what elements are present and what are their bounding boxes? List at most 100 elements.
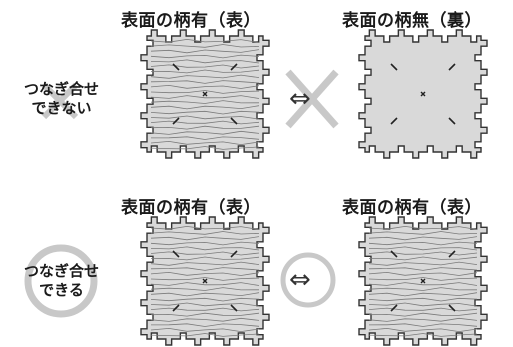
grain-line (150, 44, 260, 48)
grain-line (150, 146, 260, 150)
grain-line (150, 282, 260, 286)
cross-mark-side-icon (41, 82, 79, 120)
grain-line (150, 287, 260, 291)
grain-line (368, 327, 478, 333)
grain-line (150, 49, 260, 54)
grain-line (368, 271, 478, 276)
center-mark (202, 278, 208, 284)
row1-result-label: つなぎ合せ できない (14, 80, 109, 118)
grain-line (368, 312, 478, 317)
grain-line (150, 277, 260, 281)
grain-line (150, 323, 260, 327)
corner-mark (230, 63, 238, 71)
grain-line (150, 225, 260, 230)
circle-mark-side-icon (24, 244, 98, 318)
grain-line (150, 307, 260, 312)
grain-line (150, 84, 260, 89)
grain-line (368, 246, 478, 251)
grain-line (368, 317, 478, 322)
grain-line (368, 282, 478, 286)
grain-line (150, 130, 260, 135)
corner-mark (448, 117, 456, 125)
grain-line (150, 80, 260, 84)
grain-line (150, 90, 260, 94)
grain-line (150, 231, 260, 235)
circle-mark-icon (280, 252, 336, 308)
corner-mark (172, 117, 180, 125)
row1-left-tile (140, 29, 270, 159)
grain-line (368, 256, 478, 261)
corner-mark (230, 117, 238, 125)
corner-mark (172, 304, 180, 312)
grain-line (368, 287, 478, 291)
grain-line (150, 261, 260, 266)
row1-right-tile (358, 29, 488, 159)
row1-result-line1: つなぎ合せ (23, 80, 99, 98)
center-mark (202, 91, 208, 97)
row2-result-label: つなぎ合せ できる (14, 262, 109, 300)
grain-line (368, 231, 478, 235)
grain-line (368, 307, 478, 312)
grain-line (150, 54, 260, 59)
grain-line (368, 225, 478, 230)
center-mark (420, 91, 426, 97)
row1-left-caption: 表面の柄有（表） (121, 11, 261, 31)
row2-right-tile (358, 216, 488, 346)
grain-line (150, 317, 260, 322)
grain-line (368, 267, 478, 271)
grain-line (150, 302, 260, 307)
grain-line (150, 74, 260, 79)
grain-line (368, 236, 478, 241)
corner-mark (172, 250, 180, 258)
grain-line (150, 292, 260, 297)
corner-mark (448, 250, 456, 258)
row1-right-caption: 表面の柄無（裏） (342, 11, 482, 31)
corner-mark (390, 250, 398, 258)
grain-line (150, 251, 260, 256)
grain-line (368, 323, 478, 327)
grain-line (150, 236, 260, 241)
corner-mark (390, 304, 398, 312)
row2-right-caption: 表面の柄有（表） (342, 198, 482, 218)
grain-line (368, 292, 478, 297)
grain-line (150, 110, 260, 115)
grain-line (150, 140, 260, 146)
grain-line (150, 297, 260, 302)
grain-line (150, 105, 260, 110)
grain-line (150, 120, 260, 125)
row2-result-line2: できる (39, 281, 84, 299)
grain-line (150, 100, 260, 104)
cross-mark-icon (285, 69, 339, 129)
corner-mark (390, 63, 398, 71)
grain-line (150, 312, 260, 317)
corner-mark (230, 250, 238, 258)
grain-line (368, 277, 478, 281)
grain-line (368, 297, 478, 302)
corner-mark (448, 304, 456, 312)
grain-line (150, 59, 260, 64)
row2-left-tile (140, 216, 270, 346)
row2-left-caption: 表面の柄有（表） (121, 198, 261, 218)
center-mark (420, 278, 426, 284)
grain-line (150, 115, 260, 120)
grain-line (150, 136, 260, 140)
grain-line (150, 69, 260, 74)
grain-line (150, 95, 260, 99)
row2-arrow-icon: ⇔ (289, 265, 312, 295)
grain-line (150, 327, 260, 333)
grain-line (368, 333, 478, 337)
row1-result-line2: できない (31, 99, 92, 117)
grain-line (368, 241, 478, 246)
grain-line (150, 271, 260, 276)
grain-line (150, 64, 260, 69)
grain-line (150, 125, 260, 130)
grain-line (150, 38, 260, 43)
grain-line (150, 256, 260, 261)
row1-arrow-icon: ⇔ (289, 84, 312, 114)
corner-mark (230, 304, 238, 312)
grain-line (368, 251, 478, 256)
grain-line (150, 241, 260, 246)
corner-mark (448, 63, 456, 71)
